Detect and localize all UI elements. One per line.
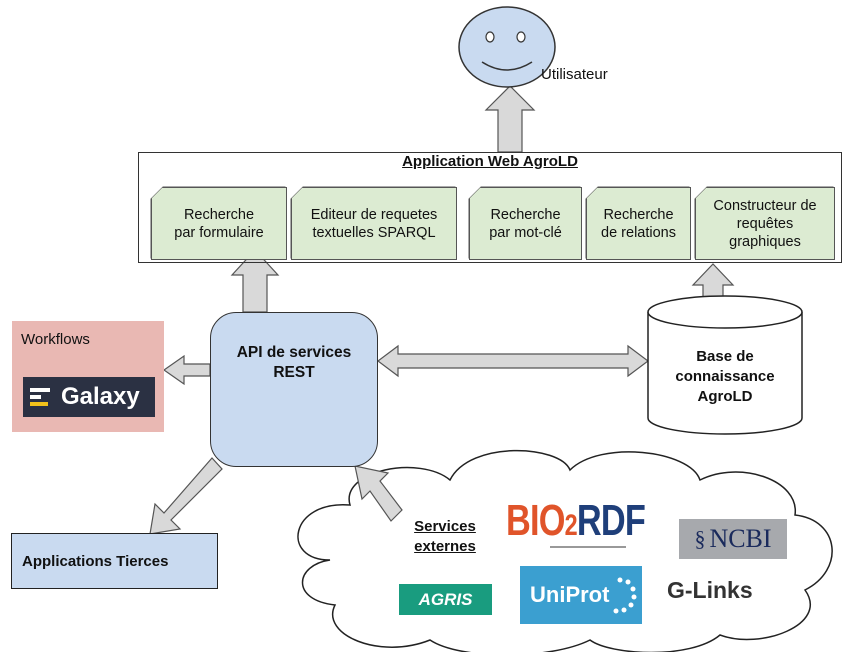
uniprot-logo[interactable]: UniProt — [520, 566, 642, 624]
uniprot-label: UniProt — [530, 582, 610, 607]
api-title-line-2: REST — [273, 364, 315, 381]
api-title-line-1: API de services — [236, 344, 352, 361]
arrow-kb-to-webapp — [691, 263, 735, 301]
user-smile — [481, 61, 533, 71]
module-graphical-query-builder-line-1: Constructeur de — [713, 197, 817, 214]
galaxy-label: Galaxy — [61, 383, 140, 410]
module-relation-search-line-1: Recherche — [603, 206, 674, 223]
module-sparql-editor-line-1: Editeur de requetes — [310, 206, 438, 223]
module-form-search[interactable]: Recherche par formulaire — [151, 187, 287, 260]
arrow-api-to-third-party — [149, 457, 223, 535]
workflows-panel: Workflows Galaxy — [12, 321, 164, 432]
uniprot-dots-icon — [613, 577, 637, 614]
bio2rdf-subtitle-line — [550, 546, 626, 548]
third-party-apps: Applications Tierces — [11, 533, 218, 589]
arrow-webapp-to-user — [484, 85, 536, 153]
glinks-logo[interactable]: G-Links — [667, 577, 753, 603]
module-relation-search-line-2: de relations — [601, 224, 676, 241]
bio2rdf-part-rdf: RDF — [576, 496, 646, 545]
agris-logo[interactable]: AGRIS — [399, 584, 492, 615]
module-relation-search[interactable]: Recherche de relations — [586, 187, 691, 260]
kb-line-1: Base de — [696, 348, 754, 365]
module-graphical-query-builder[interactable]: Constructeur de requêtes graphiques — [695, 187, 835, 260]
galaxy-icon — [30, 388, 50, 406]
module-keyword-search-line-1: Recherche — [490, 206, 561, 223]
user-right-eye — [516, 31, 526, 43]
knowledge-base: Base de connaissance AgroLD — [648, 344, 802, 410]
external-label-line-1: Services — [414, 518, 476, 535]
api-rest-services: API de services REST — [210, 312, 378, 467]
external-label-line-2: externes — [414, 538, 476, 555]
module-sparql-editor-line-2: textuelles SPARQL — [312, 224, 436, 241]
module-graphical-query-builder-line-2: requêtes — [736, 215, 794, 232]
module-graphical-query-builder-line-3: graphiques — [729, 233, 801, 250]
module-keyword-search-line-2: par mot-clé — [489, 224, 562, 241]
module-sparql-editor[interactable]: Editeur de requetes textuelles SPARQL — [291, 187, 457, 260]
module-form-search-line-1: Recherche — [183, 206, 255, 223]
bio2rdf-logo[interactable]: BIO2RDF — [506, 496, 666, 554]
ncbi-label: NCBI — [709, 524, 772, 553]
user-left-eye — [485, 31, 495, 43]
arrow-api-kb-bidirectional — [377, 344, 649, 378]
bio2rdf-part-2: 2 — [564, 509, 578, 542]
agris-label: AGRIS — [418, 589, 473, 609]
bio2rdf-part-bio: BIO — [506, 496, 565, 545]
webapp-title: Application Web AgroLD — [402, 152, 578, 170]
galaxy-logo[interactable]: Galaxy — [23, 377, 155, 417]
workflows-label: Workflows — [21, 331, 90, 348]
user-face-icon — [458, 6, 556, 88]
arrow-external-to-api — [354, 465, 403, 522]
user-label: Utilisateur — [541, 66, 608, 83]
knowledge-base-cylinder-icon — [647, 295, 803, 435]
kb-line-2: connaissance — [675, 368, 775, 385]
third-party-label: Applications Tierces — [22, 552, 169, 570]
module-keyword-search[interactable]: Recherche par mot-clé — [469, 187, 582, 260]
ncbi-helix-icon: § — [694, 526, 706, 551]
module-form-search-line-2: par formulaire — [174, 224, 264, 241]
kb-line-3: AgroLD — [697, 388, 753, 405]
ncbi-logo[interactable]: § NCBI — [679, 519, 787, 559]
arrow-api-to-workflows — [162, 354, 211, 386]
external-services-label: Services externes — [400, 517, 490, 557]
